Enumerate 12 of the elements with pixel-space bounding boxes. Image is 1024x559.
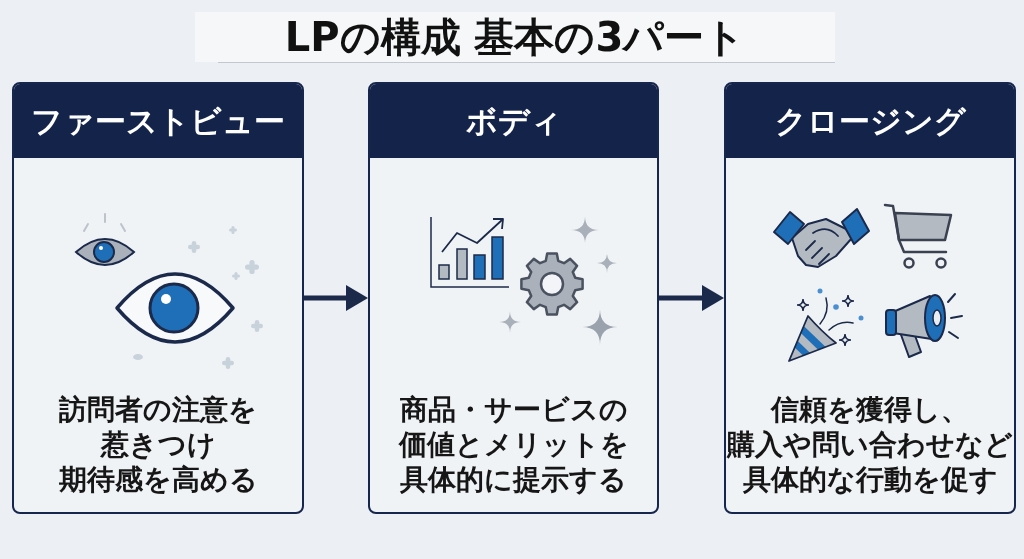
arrow: [659, 285, 724, 311]
arrow: [304, 285, 368, 311]
panel-card: [724, 82, 1016, 514]
description-text: 商品・サービスの価値とメリットを具体的に提示する: [397, 392, 630, 497]
description-text: 信頼を獲得し、購入や問い合わせなど具体的な行動を促す: [726, 392, 1014, 497]
panel-header: ファーストビュー: [14, 84, 302, 158]
description-text: 訪問者の注意を惹きつけ期待感を高める: [57, 392, 259, 497]
panel-header: クロージング: [726, 84, 1014, 158]
title: LPの構成 基本の3パート: [195, 12, 835, 62]
panel-card: [368, 82, 659, 514]
panel-card: [12, 82, 304, 514]
panel-header: ボディ: [370, 84, 657, 158]
